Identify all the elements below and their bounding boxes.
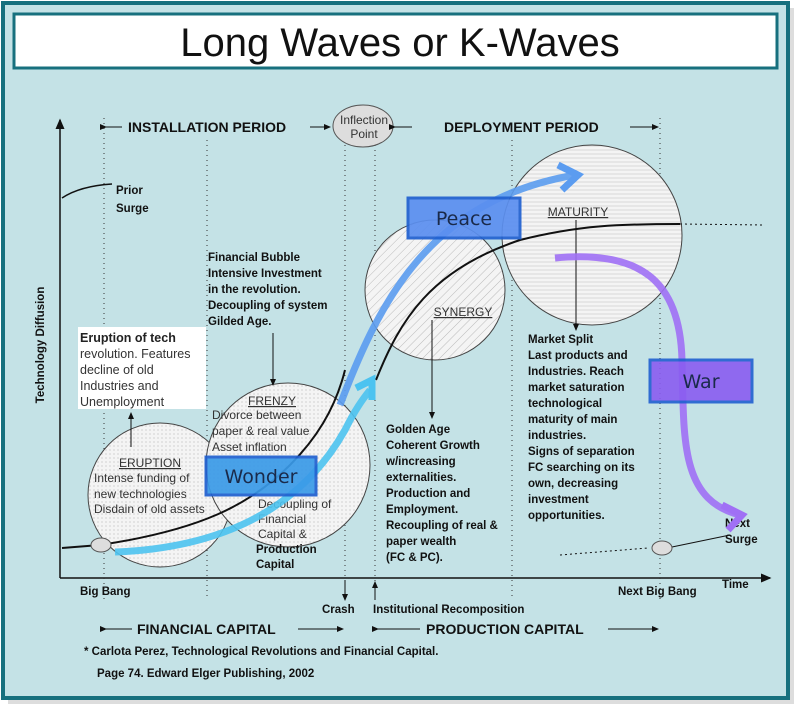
golden-age-note: Golden Age Coherent Growth w/increasing … (385, 424, 498, 564)
svg-text:Production and: Production and (386, 488, 470, 500)
frenzy-bold-2: Capital (256, 559, 294, 571)
svg-text:market saturation: market saturation (528, 382, 625, 394)
svg-text:Signs of separation: Signs of separation (528, 446, 635, 458)
institutional-label: Institutional Recomposition (373, 604, 524, 616)
installation-period-label: INSTALLATION PERIOD (128, 119, 286, 135)
eruption-note: Eruption of tech revolution. Features de… (80, 331, 190, 409)
svg-text:maturity of main: maturity of main (528, 414, 617, 426)
y-axis-label: Technology Diffusion (35, 287, 47, 404)
frenzy-line-3: Asset inflation (212, 440, 287, 454)
svg-text:Intensive Investment: Intensive Investment (208, 268, 322, 280)
deployment-period-label: DEPLOYMENT PERIOD (444, 119, 599, 135)
svg-text:FC searching on its: FC searching on its (528, 462, 635, 474)
svg-text:Coherent Growth: Coherent Growth (386, 440, 480, 452)
war-label: War (682, 371, 719, 393)
inflection-label-2: Point (350, 127, 378, 141)
crash-label: Crash (322, 604, 355, 616)
frenzy-line-2: paper & real value (212, 424, 310, 438)
eruption-line-3: Disdain of old assets (94, 502, 205, 516)
big-bang-marker (90, 537, 112, 553)
maturity-circle (501, 144, 683, 326)
svg-text:paper wealth: paper wealth (386, 536, 456, 548)
synergy-title: SYNERGY (434, 305, 493, 319)
production-capital-label: PRODUCTION CAPITAL (426, 621, 584, 637)
next-big-bang-label: Next Big Bang (618, 586, 697, 598)
frenzy-bold-1: Production (256, 544, 317, 556)
peace-box (406, 196, 522, 240)
peace-label: Peace (436, 208, 492, 230)
big-bang-label: Big Bang (80, 586, 130, 598)
svg-text:opportunities.: opportunities. (528, 510, 605, 522)
svg-text:Market Split: Market Split (528, 334, 593, 346)
eruption-line-2: new technologies (94, 487, 187, 501)
svg-text:revolution. Features: revolution. Features (80, 347, 190, 361)
next-surge-2: Surge (725, 534, 758, 546)
x-axis-label: Time (722, 579, 749, 591)
svg-text:Gilded Age.: Gilded Age. (208, 316, 271, 328)
frenzy-title: FRENZY (248, 394, 296, 408)
bubble-note: Financial Bubble Intensive Investment in… (208, 252, 328, 328)
svg-text:Industries. Reach: Industries. Reach (528, 366, 624, 378)
svg-text:Recoupling of real &: Recoupling of real & (386, 520, 498, 532)
inflection-label-1: Inflection (340, 113, 388, 127)
footnote-line-1: * Carlota Perez, Technological Revolutio… (84, 646, 438, 658)
frenzy-line-5: Financial (258, 512, 306, 526)
svg-text:in the revolution.: in the revolution. (208, 284, 301, 296)
wonder-label: Wonder (225, 466, 298, 488)
svg-text:Golden Age: Golden Age (386, 424, 450, 436)
svg-text:Financial Bubble: Financial Bubble (208, 252, 300, 264)
svg-text:Decoupling of system: Decoupling of system (208, 300, 328, 312)
svg-text:Unemployment: Unemployment (80, 395, 165, 409)
svg-text:(FC & PC).: (FC & PC). (386, 552, 443, 564)
svg-text:decline of old: decline of old (80, 363, 154, 377)
maturity-title: MATURITY (548, 205, 608, 219)
prior-surge-2: Surge (116, 203, 149, 215)
svg-text:industries.: industries. (528, 430, 586, 442)
footnote-line-2: Page 74. Edward Elger Publishing, 2002 (97, 668, 314, 680)
market-split-note: Market Split Last products and Industrie… (528, 334, 635, 522)
svg-text:investment: investment (528, 494, 589, 506)
svg-text:Industries and: Industries and (80, 379, 159, 393)
page-title: Long Waves or K-Waves (180, 21, 619, 65)
svg-text:Last products and: Last products and (528, 350, 628, 362)
svg-text:externalities.: externalities. (386, 472, 456, 484)
eruption-note-box (78, 327, 206, 409)
war-box (648, 358, 754, 404)
frenzy-line-6: Capital & (258, 527, 307, 541)
frenzy-line-1: Divorce between (212, 408, 301, 422)
title-bar (12, 12, 779, 70)
wonder-box (204, 455, 318, 497)
prior-surge-1: Prior (116, 185, 143, 197)
svg-text:Eruption of tech: Eruption of tech (80, 331, 176, 345)
financial-capital-label: FINANCIAL CAPITAL (137, 621, 276, 637)
svg-text:own, decreasing: own, decreasing (528, 478, 618, 490)
next-big-bang-marker (651, 540, 673, 556)
eruption-title: ERUPTION (119, 456, 181, 470)
peace-arrow (336, 171, 576, 407)
svg-text:Employment.: Employment. (386, 504, 458, 516)
eruption-line-1: Intense funding of (94, 471, 190, 485)
svg-text:w/increasing: w/increasing (385, 456, 456, 468)
svg-text:technological: technological (528, 398, 602, 410)
